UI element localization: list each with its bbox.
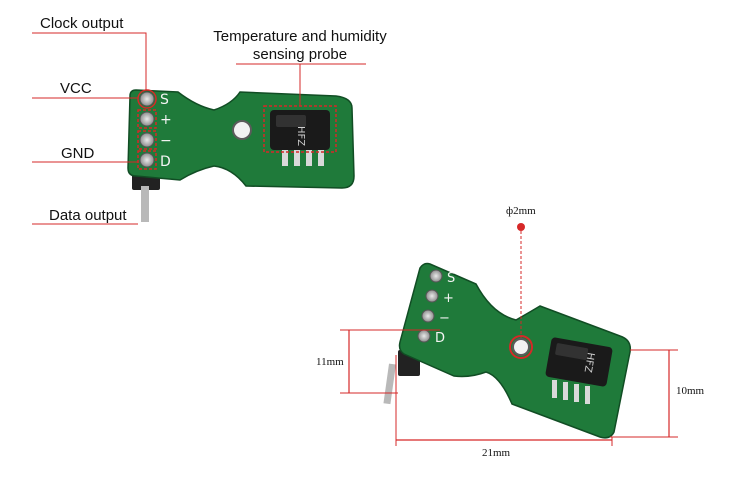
chip-highlight	[276, 115, 306, 127]
chip-lead	[585, 386, 590, 404]
top-sensor-board	[127, 89, 355, 222]
silk-minus: −	[160, 133, 172, 149]
silk-minus: −	[439, 311, 450, 326]
silk-s: S	[447, 271, 455, 286]
header-pin	[383, 363, 396, 405]
pad-data	[139, 152, 155, 168]
probe-label-line2: sensing probe	[252, 46, 348, 63]
silk-d: D	[160, 154, 171, 170]
hole-diameter-label: ф2mm	[506, 205, 536, 217]
hole-callout-ring	[509, 335, 533, 359]
pad-gnd	[421, 309, 435, 323]
gnd-label: GND	[61, 145, 95, 162]
mounting-hole	[232, 120, 252, 140]
chip-lead	[552, 380, 557, 398]
clock-pin-circle	[137, 89, 157, 109]
chip-lead	[294, 150, 300, 166]
gnd-pin-box	[137, 130, 157, 150]
height-11mm-label: 11mm	[316, 356, 344, 368]
chip-marking: HFZ	[582, 351, 596, 373]
pad-gnd	[139, 132, 155, 148]
clock-leader-line	[32, 32, 147, 90]
probe-label-line1: Temperature and humidity	[213, 28, 387, 45]
chip-lead	[282, 150, 288, 166]
mounting-hole	[512, 338, 530, 356]
height-10mm-label: 10mm	[676, 385, 705, 397]
silk-d: D	[435, 331, 445, 346]
silk-s: S	[160, 92, 169, 108]
pad-data	[417, 329, 431, 343]
chip-lead	[306, 150, 312, 166]
header-pin	[141, 186, 149, 222]
chip-lead	[318, 150, 324, 166]
pad-vcc	[425, 289, 439, 303]
width-21mm-label: 21mm	[482, 447, 511, 459]
pad-clock	[139, 91, 155, 107]
chip-lead	[574, 384, 579, 402]
silk-plus: +	[443, 291, 454, 306]
pad-clock	[429, 269, 443, 283]
vcc-label: VCC	[60, 80, 92, 97]
silk-plus: +	[160, 112, 172, 128]
bottom-sensor-board	[383, 262, 632, 439]
chip-marking: HFZ	[295, 126, 306, 146]
data-pin-box	[137, 150, 157, 170]
data-output-label: Data output	[49, 207, 127, 224]
hole-callout-dot	[517, 223, 525, 231]
chip-lead	[563, 382, 568, 400]
pad-vcc	[139, 111, 155, 127]
vcc-pin-box	[137, 109, 157, 129]
clock-output-label: Clock output	[40, 15, 124, 32]
chip-highlight	[555, 343, 589, 360]
